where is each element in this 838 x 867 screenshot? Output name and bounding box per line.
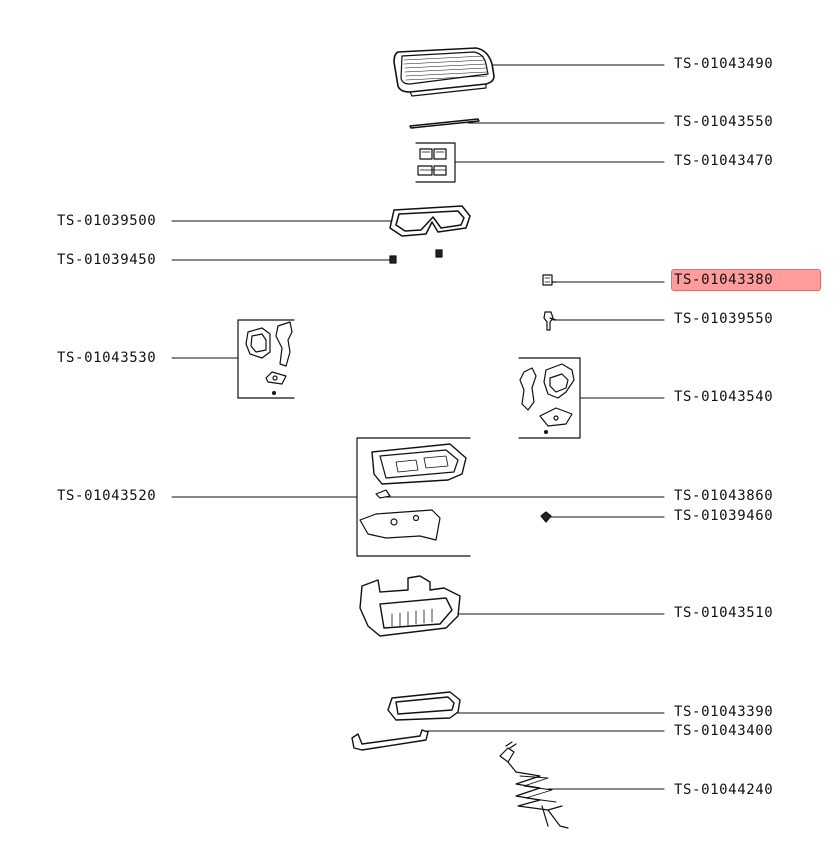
part-label-ts-01043490[interactable]: TS-01043490 <box>674 56 774 72</box>
heating-element-drawing <box>389 205 471 237</box>
left-switch-assembly-drawing <box>237 319 295 399</box>
part-label-ts-01039460[interactable]: TS-01039460 <box>674 508 774 524</box>
part-label-ts-01043520[interactable]: TS-01043520 <box>57 488 157 504</box>
part-label-ts-01043550[interactable]: TS-01043550 <box>674 114 774 130</box>
top-grill-plate-drawing <box>393 47 495 97</box>
part-label-ts-01043510[interactable]: TS-01043510 <box>674 605 774 621</box>
part-label-ts-01043390[interactable]: TS-01043390 <box>674 704 774 720</box>
part-label-ts-01043470[interactable]: TS-01043470 <box>674 153 774 169</box>
part-label-ts-01043530[interactable]: TS-01043530 <box>57 350 157 366</box>
sensor-drawing <box>543 311 557 331</box>
part-label-ts-01043380[interactable]: TS-01043380 <box>671 269 821 291</box>
leader-lines <box>171 64 665 790</box>
part-label-ts-01043400[interactable]: TS-01043400 <box>674 723 774 739</box>
right-switch-assembly-drawing <box>518 357 581 439</box>
part-label-ts-01043860[interactable]: TS-01043860 <box>674 488 774 504</box>
foot-drawing <box>540 511 552 523</box>
power-cord-drawing <box>499 741 569 829</box>
hinge-kit-drawing <box>415 142 456 183</box>
upper-housing-drawing <box>356 437 471 557</box>
clips-drawing <box>389 249 443 264</box>
part-label-ts-01039550[interactable]: TS-01039550 <box>674 311 774 327</box>
drip-tray-drawing <box>387 691 461 721</box>
base-housing-drawing <box>359 575 461 637</box>
part-label-ts-01043540[interactable]: TS-01043540 <box>674 389 774 405</box>
rod-drawing <box>409 118 480 129</box>
part-label-ts-01039450[interactable]: TS-01039450 <box>57 252 157 268</box>
handle-drawing <box>351 729 429 751</box>
thermostat-drawing <box>542 274 557 286</box>
part-label-ts-01044240[interactable]: TS-01044240 <box>674 782 774 798</box>
part-label-ts-01039500[interactable]: TS-01039500 <box>57 213 157 229</box>
